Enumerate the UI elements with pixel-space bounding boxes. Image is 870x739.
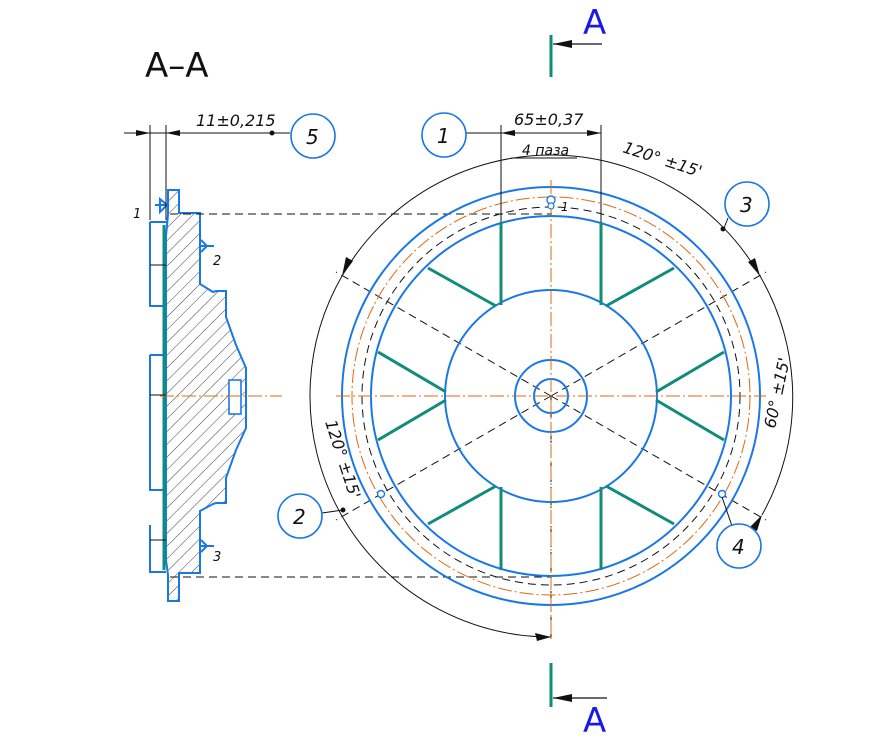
angle-right-text: 60° ±15'	[760, 356, 793, 430]
section-title: A–A	[145, 46, 209, 86]
slot-spacing-text: 65±0,37	[514, 110, 584, 129]
slot-count-text: 4 паза	[522, 143, 569, 159]
side-section-view: 1 2 3	[133, 189, 282, 602]
section-letter-top: A	[583, 3, 606, 43]
surface-mark-2: 2	[213, 254, 221, 269]
svg-text:4: 4	[732, 535, 745, 559]
hole-surface-mark: 1	[561, 200, 569, 214]
callout-4: 4	[716, 496, 762, 569]
svg-text:3: 3	[740, 193, 753, 217]
hole-left	[376, 489, 386, 499]
ribs	[377, 222, 725, 570]
surface-mark-1: 1	[133, 207, 141, 222]
section-marker-top: A	[549, 3, 606, 77]
thickness-dimension-text: 11±0,215	[196, 111, 276, 130]
callout-3: 3	[720, 181, 770, 232]
section-marker-bottom: A	[549, 663, 607, 739]
slot-spacing-dimension: 65±0,37 4 паза	[465, 110, 602, 222]
svg-text:2: 2	[293, 505, 306, 529]
callout-5: 5	[290, 113, 336, 159]
front-view: 1	[309, 154, 794, 641]
thickness-dimension: 11±0,215	[124, 111, 290, 220]
svg-text:1: 1	[437, 124, 450, 148]
svg-text:5: 5	[306, 125, 319, 149]
angle-left-text: 120° ±15'	[321, 417, 364, 501]
hole-right	[717, 489, 727, 499]
callout-2: 2	[277, 493, 346, 539]
callout-1: 1	[421, 112, 501, 158]
angle-top-right-text: 120° ±15'	[621, 138, 705, 181]
section-letter-bottom: A	[583, 701, 606, 739]
surface-mark-3: 3	[213, 550, 221, 565]
